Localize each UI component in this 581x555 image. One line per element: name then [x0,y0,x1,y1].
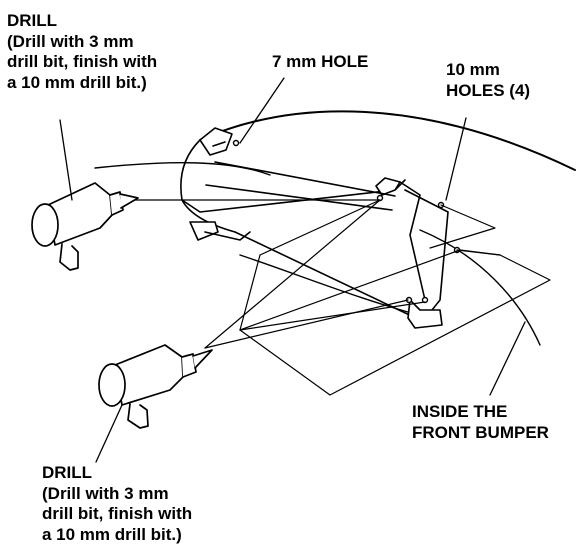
bumper-bottom-edge [239,254,431,319]
label-7mm-hole: 7 mm HOLE [272,52,368,73]
drill-axis-lines [129,199,409,349]
drill-top-line2: drill bit, finish with [7,52,158,71]
label-drill-top: DRILL (Drill with 3 mm drill bit, finish… [7,11,157,93]
leader-7mm-hole [239,77,285,144]
drill-bottom-title: DRILL [42,463,93,482]
leader-drill-bottom [95,404,123,463]
leader-lines [59,77,526,463]
drill-top-title: DRILL [7,11,58,30]
drill-bottom-line1: (Drill with 3 mm [42,483,169,503]
drill-top-illustration [31,182,139,271]
bumper-top-curve [199,110,576,171]
hole-markers [232,139,461,304]
holes-10mm-line2: HOLES (4) [446,80,531,100]
leader-drill-top [59,119,73,201]
leader-inside-bumper [489,321,526,396]
drill-top-line1: (Drill with 3 mm [7,31,134,51]
label-10mm-holes: 10 mm HOLES (4) [446,60,530,101]
label-inside-bumper: INSIDE THE FRONT BUMPER [412,402,549,443]
label-drill-bottom: DRILL (Drill with 3 mm drill bit, finish… [42,463,192,545]
drill-bottom-line2: drill bit, finish with [42,504,193,523]
leader-10mm-holes [445,117,467,201]
bumper-lower-curve-right [419,229,541,346]
bumper-bracket [180,127,449,329]
drill-top-line3: a 10 mm drill bit.) [7,72,147,92]
drill-bottom-illustration [98,344,213,429]
inside-bumper-line1: INSIDE THE [412,402,508,421]
hole-7mm-text: 7 mm HOLE [272,52,369,71]
inside-view-panel [239,199,551,396]
holes-10mm-line1: 10 mm [446,60,500,79]
inside-bumper-line2: FRONT BUMPER [412,422,549,442]
drill-bottom-line3: a 10 mm drill bit.) [42,524,182,544]
